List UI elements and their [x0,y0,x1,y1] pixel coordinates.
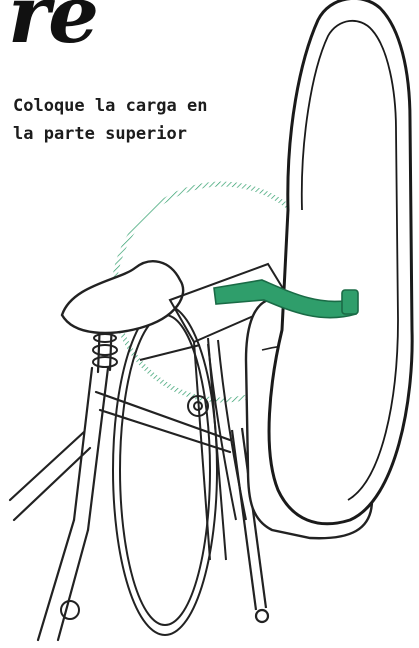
seat-post [93,334,117,367]
bag-strap [208,340,246,520]
bicycle-saddle [62,261,183,333]
